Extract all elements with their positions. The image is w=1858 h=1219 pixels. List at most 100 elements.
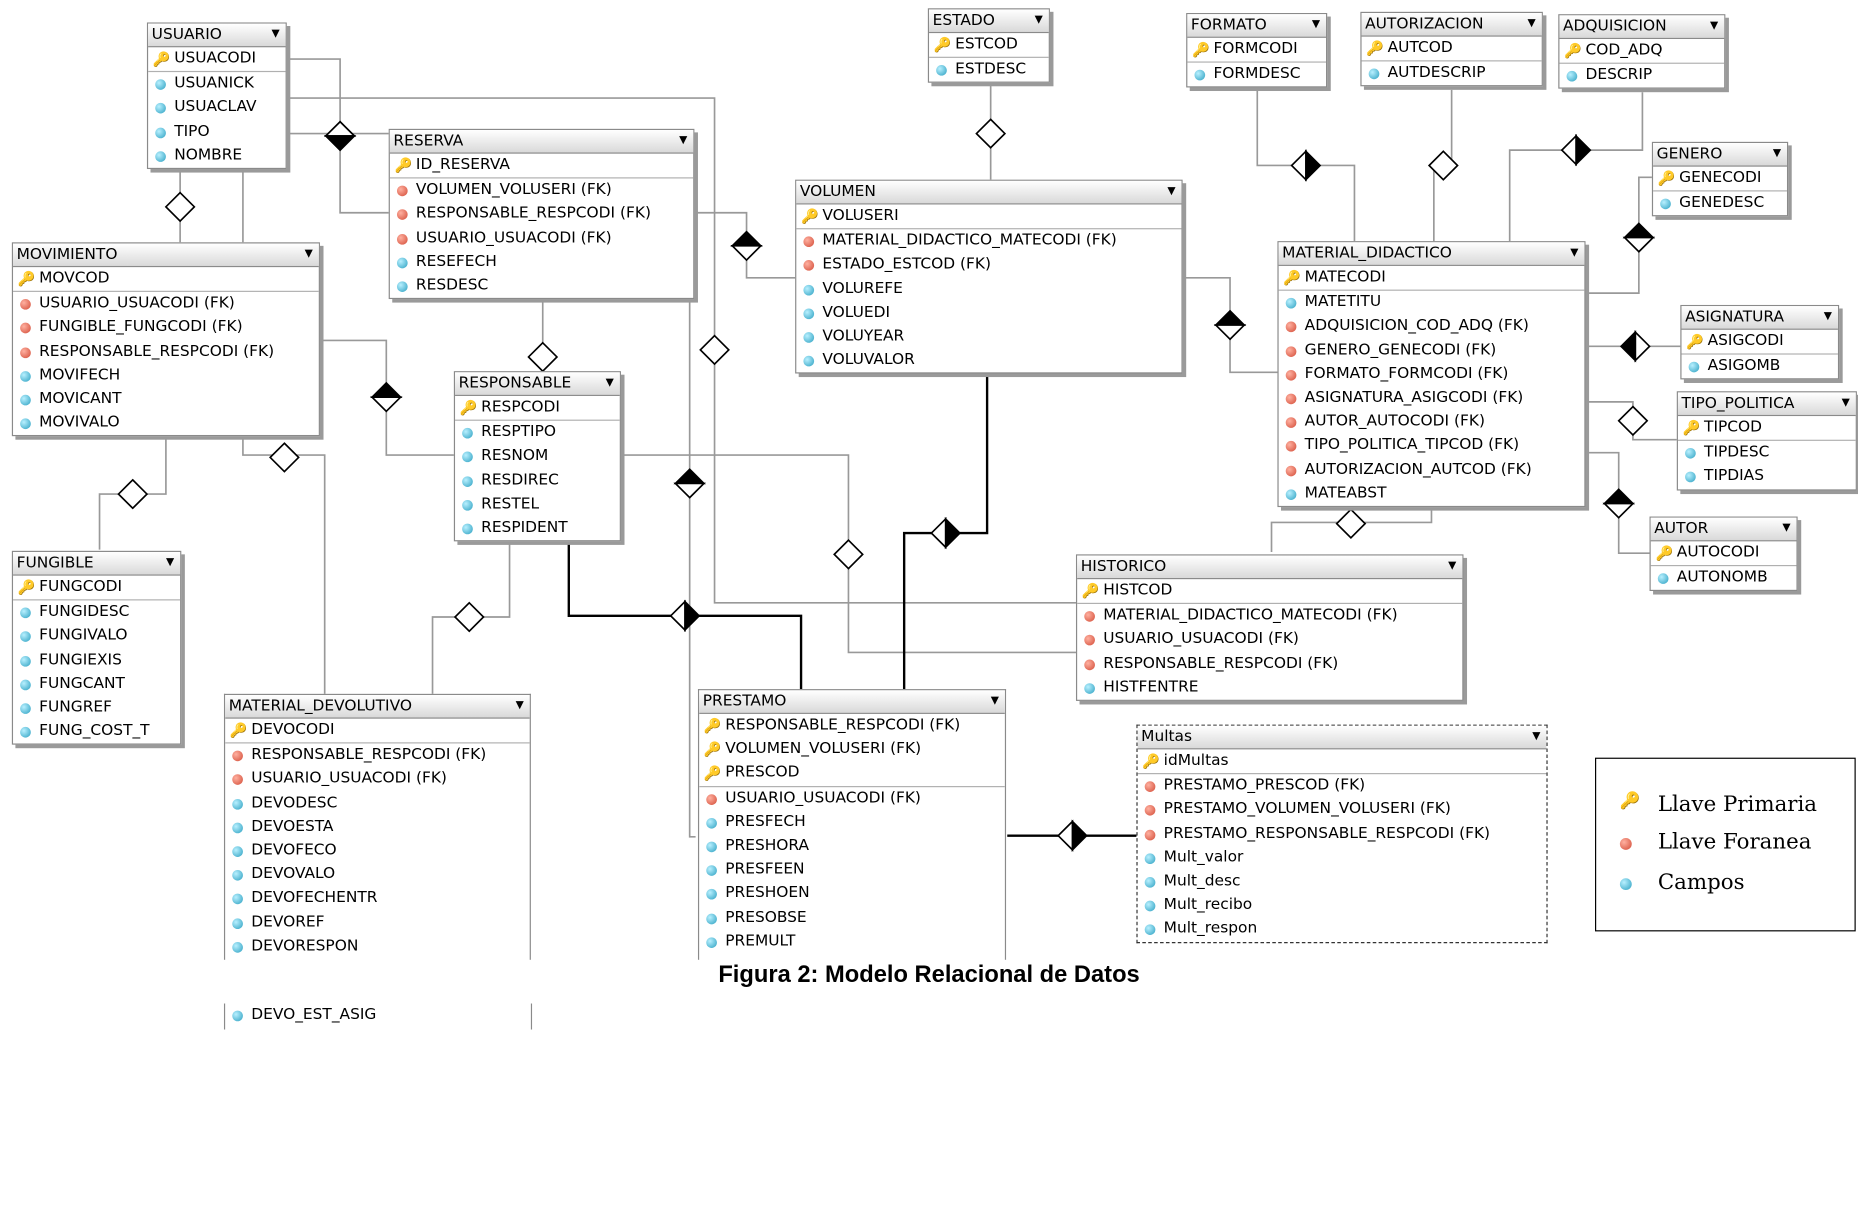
foreign-key-row[interactable]: MATERIAL_DIDACTICO_MATECODI (FK) <box>1077 603 1463 628</box>
foreign-key-row[interactable]: USUARIO_USUACODI (FK) <box>225 768 530 792</box>
field-row[interactable]: RESPIDENT <box>455 516 620 540</box>
primary-key-row[interactable]: 🔑MOVCOD <box>13 267 319 291</box>
field-row[interactable]: VOLUVALOR <box>796 349 1181 373</box>
dropdown-arrow-icon[interactable]: ▼ <box>1034 14 1043 27</box>
field-row[interactable]: PRESHORA <box>699 834 1005 858</box>
field-row[interactable]: HISTFENTRE <box>1077 676 1462 700</box>
field-row[interactable]: MOVICANT <box>13 388 319 412</box>
foreign-key-row[interactable]: AUTOR_AUTOCODI (FK) <box>1279 410 1585 434</box>
field-row[interactable]: Mult_desc <box>1138 870 1547 894</box>
foreign-key-row[interactable]: TIPO_POLITICA_TIPCOD (FK) <box>1279 434 1585 458</box>
field-row[interactable]: DESCRIP <box>1559 62 1725 88</box>
dropdown-arrow-icon[interactable]: ▼ <box>1532 730 1541 743</box>
primary-key-row[interactable]: 🔑VOLUSERI <box>796 204 1181 228</box>
dropdown-arrow-icon[interactable]: ▼ <box>605 377 614 389</box>
foreign-key-row[interactable]: RESPONSABLE_RESPCODI (FK) <box>225 742 530 768</box>
dropdown-arrow-icon[interactable]: ▼ <box>165 556 175 569</box>
foreign-key-row[interactable]: FUNGIBLE_FUNGCODI (FK) <box>13 316 319 340</box>
foreign-key-row[interactable]: ASIGNATURA_ASIGCODI (FK) <box>1279 386 1585 410</box>
field-row[interactable]: RESDESC <box>390 274 693 298</box>
foreign-key-row[interactable]: AUTORIZACION_AUTCOD (FK) <box>1279 458 1585 482</box>
field-row[interactable]: PRESFEEN <box>699 858 1005 882</box>
field-row[interactable]: TIPDIAS <box>1678 465 1856 489</box>
foreign-key-row[interactable]: USUARIO_USUACODI (FK) <box>13 290 319 316</box>
primary-key-row[interactable]: 🔑RESPONSABLE_RESPCODI (FK) <box>699 714 1005 738</box>
dropdown-arrow-icon[interactable]: ▼ <box>1527 17 1536 30</box>
field-row[interactable]: Mult_recibo <box>1138 894 1547 918</box>
field-row[interactable]: Mult_valor <box>1138 846 1547 870</box>
primary-key-row[interactable]: 🔑TIPCOD <box>1678 416 1856 440</box>
dropdown-arrow-icon[interactable]: ▼ <box>679 134 688 147</box>
primary-key-row[interactable]: 🔑idMultas <box>1138 749 1547 773</box>
foreign-key-row[interactable]: USUARIO_USUACODI (FK) <box>390 226 693 250</box>
field-row[interactable]: FUNGIVALO <box>13 625 180 649</box>
field-row[interactable]: Mult_respon <box>1138 918 1547 942</box>
field-row[interactable]: PRESHOEN <box>699 882 1005 906</box>
field-row[interactable]: TIPO <box>148 120 285 144</box>
foreign-key-row[interactable]: MATERIAL_DIDACTICO_MATECODI (FK) <box>796 228 1182 253</box>
field-row[interactable]: DEVODESC <box>225 791 530 815</box>
primary-key-row[interactable]: 🔑USUACODI <box>148 47 285 71</box>
dropdown-arrow-icon[interactable]: ▼ <box>1448 560 1457 573</box>
foreign-key-row[interactable]: USUARIO_USUACODI (FK) <box>699 785 1005 811</box>
primary-key-row[interactable]: 🔑GENECODI <box>1653 167 1787 191</box>
entity-prestamo[interactable]: PRESTAMO▼🔑RESPONSABLE_RESPCODI (FK)🔑VOLU… <box>697 689 1007 960</box>
primary-key-row[interactable]: 🔑ESTCOD <box>929 33 1049 57</box>
field-row[interactable]: MATEABST <box>1279 482 1585 506</box>
primary-key-row[interactable]: 🔑MATECODI <box>1279 266 1585 290</box>
field-row[interactable]: DEVOREF <box>225 911 530 935</box>
dropdown-arrow-icon[interactable]: ▼ <box>1311 18 1321 31</box>
dropdown-arrow-icon[interactable]: ▼ <box>1710 20 1719 32</box>
foreign-key-row[interactable]: USUARIO_USUACODI (FK) <box>1077 628 1462 652</box>
foreign-key-row[interactable]: FORMATO_FORMCODI (FK) <box>1279 363 1585 387</box>
primary-key-row[interactable]: 🔑AUTCOD <box>1362 37 1542 61</box>
field-row[interactable]: MATETITU <box>1278 289 1585 315</box>
field-row[interactable]: DEVORESPON <box>225 935 530 959</box>
field-row[interactable]: RESDIREC <box>455 469 620 493</box>
field-row[interactable]: RESTEL <box>455 493 620 517</box>
field-row[interactable]: FORMDESC <box>1187 61 1327 87</box>
foreign-key-row[interactable]: ADQUISICION_COD_ADQ (FK) <box>1279 315 1585 339</box>
primary-key-row[interactable]: 🔑RESPCODI <box>455 396 620 420</box>
field-row[interactable]: NOMBRE <box>148 144 285 168</box>
field-row[interactable]: FUNGIEXIS <box>13 648 180 672</box>
dropdown-arrow-icon[interactable]: ▼ <box>1782 522 1791 535</box>
primary-key-row[interactable]: 🔑ID_RESERVA <box>390 154 693 178</box>
primary-key-row[interactable]: 🔑AUTOCODI <box>1651 541 1797 565</box>
field-row[interactable]: ASIGOMB <box>1681 353 1838 379</box>
foreign-key-row[interactable]: RESPONSABLE_RESPCODI (FK) <box>1077 652 1462 676</box>
field-row[interactable]: USUANICK <box>148 71 286 96</box>
foreign-key-row[interactable]: PRESTAMO_RESPONSABLE_RESPCODI (FK) <box>1138 822 1547 846</box>
primary-key-row[interactable]: 🔑FUNGCODI <box>13 576 180 600</box>
field-row[interactable]: RESPTIPO <box>455 419 620 445</box>
foreign-key-row[interactable]: VOLUMEN_VOLUSERI (FK) <box>389 177 694 203</box>
field-row[interactable]: VOLUREFE <box>796 277 1181 301</box>
field-row[interactable]: RESEFECH <box>390 250 693 274</box>
field-row[interactable]: VOLUYEAR <box>796 325 1181 349</box>
field-row[interactable]: AUTONOMB <box>1650 565 1797 590</box>
primary-key-row[interactable]: 🔑DEVOCODI <box>225 719 530 743</box>
field-row[interactable]: PRESFECH <box>699 811 1005 835</box>
field-row[interactable]: DEVOFECO <box>225 839 530 863</box>
field-row[interactable]: USUACLAV <box>148 96 285 120</box>
field-row[interactable]: GENEDESC <box>1653 190 1787 216</box>
field-row[interactable]: AUTDESCRIP <box>1361 60 1542 86</box>
dropdown-arrow-icon[interactable]: ▼ <box>1772 147 1782 160</box>
field-row[interactable]: PREMULT <box>699 930 1005 954</box>
field-row[interactable]: RESNOM <box>455 445 620 469</box>
primary-key-row[interactable]: 🔑HISTCOD <box>1077 579 1462 603</box>
